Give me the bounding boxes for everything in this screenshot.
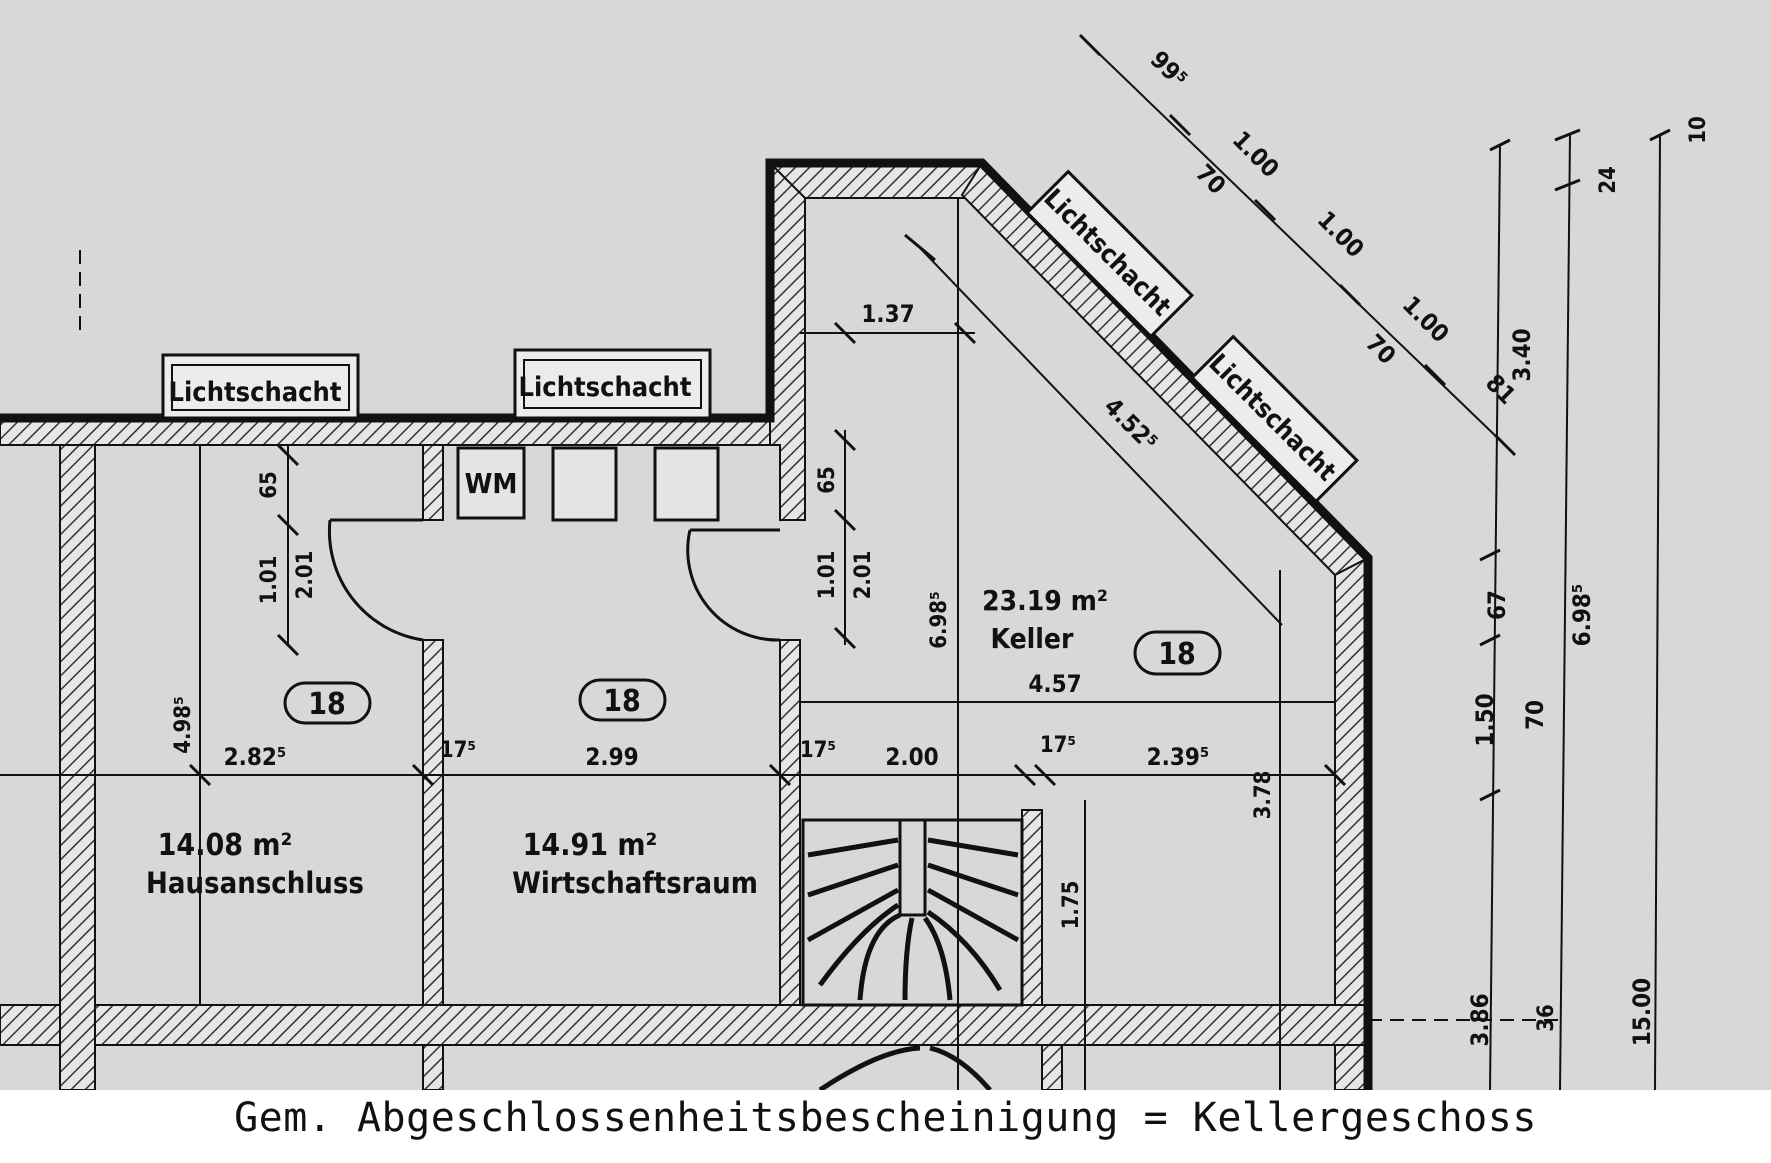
dim-r-4: 67 [1483, 590, 1511, 620]
dim-v-1: 65 [257, 471, 282, 499]
dim-v-6: 2.01 [851, 551, 876, 600]
partition-lower-1 [422, 639, 444, 1006]
room-area-wirtschaftsraum: 14.91 m² [523, 828, 658, 863]
outer-wall-bump-top [767, 162, 984, 199]
room-name-keller: Keller [991, 622, 1074, 655]
inner-wall-bottom [0, 1004, 1369, 1046]
washing-machine [456, 446, 526, 520]
walls [0, 161, 1370, 1090]
floor-plan-drawing: Lichtschacht Lichtschacht Lichtschacht L… [0, 33, 1711, 1090]
dim-r-2: 24 [1596, 166, 1621, 194]
appliance-1 [551, 446, 618, 522]
unit-badge-1 [283, 681, 372, 725]
dim-r-10: 15.00 [1628, 978, 1656, 1046]
dim-h-6: 17⁵ [1040, 733, 1076, 758]
partition-bottom-1 [422, 1044, 444, 1090]
stair-wall [1021, 809, 1043, 1006]
unit-badge-3 [1133, 630, 1222, 676]
unit-number-1: 18 [308, 687, 346, 722]
room-labels: 14.08 m² Hausanschluss 14.91 m² Wirtscha… [146, 584, 1108, 900]
floor-plan: Lichtschacht Lichtschacht Lichtschacht L… [0, 0, 1771, 1090]
unit-badge-2 [578, 678, 667, 722]
door-arc-2 [686, 529, 781, 642]
dim-v-9: 1.75 [1059, 881, 1084, 930]
dim-v-7: 4.98⁵ [171, 696, 196, 754]
lichtschacht-1: Lichtschacht [161, 353, 360, 420]
dim-h-1: 2.82⁵ [224, 743, 287, 771]
room-area-keller: 23.19 m² [982, 584, 1108, 617]
wall-left [59, 444, 96, 1090]
dim-v-4: 65 [815, 466, 840, 494]
dim-r-3: 10 [1686, 116, 1711, 144]
appliance-2 [653, 446, 720, 522]
doors [327, 518, 781, 642]
dimension-lines [0, 44, 1661, 1090]
dim-h-9: 4.57 [1028, 670, 1081, 698]
room-area-hausanschluss: 14.08 m² [158, 828, 293, 863]
dim-r-1: 3.40 [1508, 328, 1536, 381]
dim-v-3: 2.01 [293, 551, 318, 600]
dim-h-3: 2.99 [585, 743, 638, 771]
unit-number-2: 18 [603, 684, 641, 719]
unit-number-3: 18 [1158, 637, 1196, 672]
dim-r-6: 1.50 [1471, 693, 1499, 746]
partition-lower-2 [779, 639, 801, 1006]
dim-r-5: 6.98⁵ [1568, 584, 1596, 647]
outer-wall-right [1334, 556, 1369, 1090]
dim-v-5: 1.01 [815, 551, 840, 600]
dim-v-8: 6.98⁵ [927, 591, 952, 649]
dim-v-10: 3.78 [1251, 771, 1276, 820]
washing-machine-label: WM [465, 467, 518, 500]
room-name-hausanschluss: Hausanschluss [146, 866, 364, 900]
door-arc-1 [327, 519, 424, 642]
lichtschacht-label-2: Lichtschacht [519, 372, 692, 403]
dim-h-5: 2.00 [885, 743, 938, 771]
staircase [801, 818, 1024, 1090]
dim-h-2: 17⁵ [440, 738, 476, 763]
dim-h-4: 17⁵ [800, 738, 836, 763]
dimension-ticks [188, 33, 1671, 802]
room-name-wirtschaftsraum: Wirtschaftsraum [512, 866, 758, 900]
dim-r-8: 3.86 [1466, 993, 1494, 1046]
dim-h-7: 2.39⁵ [1147, 743, 1210, 771]
dim-v-2: 1.01 [257, 556, 282, 605]
caption: Gem. Abgeschlossenheitsbescheinigung = K… [234, 1095, 1537, 1141]
partition-bottom-2 [1041, 1044, 1063, 1090]
dim-h-8: 1.37 [861, 300, 914, 328]
lichtschacht-2: Lichtschacht [513, 348, 712, 420]
unit-badges: 18 18 18 [283, 630, 1222, 725]
dim-r-9: 36 [1534, 1004, 1559, 1032]
partition-upper-1 [422, 444, 444, 521]
fixtures: WM [456, 446, 720, 522]
dim-r-7: 70 [1521, 700, 1549, 730]
lichtschacht-label-1: Lichtschacht [169, 377, 342, 408]
